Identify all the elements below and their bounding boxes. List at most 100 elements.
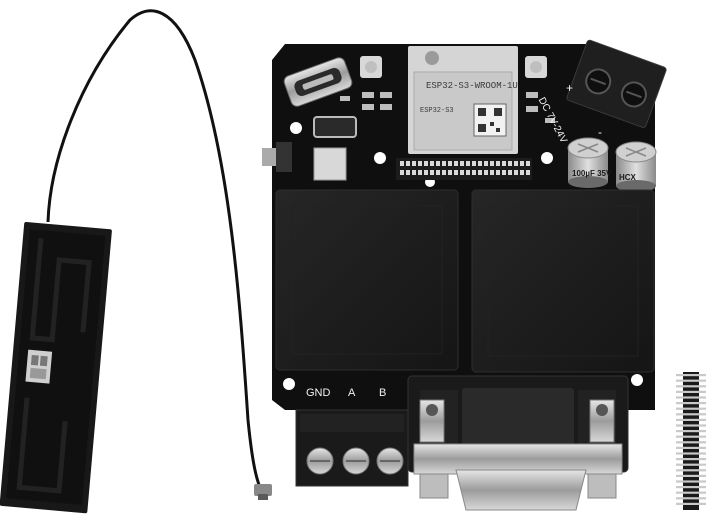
header-pin bbox=[442, 161, 446, 166]
mount-hole bbox=[374, 152, 386, 164]
header-pin bbox=[448, 170, 452, 175]
reset-button bbox=[360, 56, 382, 78]
header-pin bbox=[526, 170, 530, 175]
header-pin bbox=[442, 170, 446, 175]
header-pin bbox=[676, 474, 706, 477]
header-pin bbox=[400, 170, 404, 175]
header-pin bbox=[676, 446, 706, 449]
header-pin bbox=[436, 161, 440, 166]
inductor bbox=[313, 116, 357, 138]
header-pin bbox=[676, 452, 706, 455]
header-pin bbox=[676, 396, 706, 399]
capacitor-series: HCX bbox=[619, 173, 637, 182]
header-pin bbox=[520, 170, 524, 175]
header-pin bbox=[454, 170, 458, 175]
terminal-label-b: B bbox=[379, 387, 386, 399]
header-pin bbox=[496, 170, 500, 175]
header-pin bbox=[418, 161, 422, 166]
header-pin bbox=[478, 161, 482, 166]
header-pin bbox=[676, 469, 706, 472]
header-pin bbox=[430, 170, 434, 175]
header-pin bbox=[406, 170, 410, 175]
header-pin bbox=[508, 161, 512, 166]
mount-hole bbox=[541, 152, 553, 164]
header-pin bbox=[514, 170, 518, 175]
terminal-label-a: A bbox=[348, 387, 356, 399]
relay-left bbox=[275, 189, 459, 371]
rs485-terminal bbox=[295, 409, 409, 487]
header-pin bbox=[460, 170, 464, 175]
header-pin bbox=[676, 402, 706, 405]
header-pin bbox=[676, 379, 706, 382]
header-pin bbox=[472, 161, 476, 166]
header-pin bbox=[676, 407, 706, 410]
header-pin bbox=[412, 170, 416, 175]
header-pin bbox=[460, 161, 464, 166]
ufl-connector bbox=[254, 484, 272, 500]
header-pin bbox=[502, 161, 506, 166]
module-line2: ESP32-S3 bbox=[420, 107, 454, 115]
header-pin bbox=[478, 170, 482, 175]
header-pin bbox=[406, 161, 410, 166]
terminal-label-gnd: GND bbox=[306, 387, 331, 399]
header-pin bbox=[514, 161, 518, 166]
header-pin bbox=[676, 385, 706, 388]
header-pin bbox=[676, 418, 706, 421]
header-pin bbox=[676, 374, 706, 377]
relay-right bbox=[471, 189, 655, 373]
plus-sign: + bbox=[566, 81, 573, 95]
capacitor-marking: 100µF 35V bbox=[572, 169, 612, 178]
boot-button bbox=[525, 56, 547, 78]
header-pin bbox=[676, 435, 706, 438]
header-pin bbox=[400, 161, 404, 166]
loose-pin-header bbox=[676, 372, 706, 510]
hex-standoff bbox=[589, 399, 615, 443]
mount-hole bbox=[631, 374, 643, 386]
smd-components bbox=[340, 92, 555, 123]
header-pin bbox=[412, 161, 416, 166]
header-pin bbox=[472, 170, 476, 175]
capacitor-1: 100µF 35V bbox=[567, 137, 612, 188]
antenna-pcb bbox=[0, 221, 112, 514]
header-pin bbox=[502, 170, 506, 175]
esp32-module: ESP32-S3-WROOM-1U ESP32-S3 bbox=[408, 46, 518, 154]
header-pin bbox=[508, 170, 512, 175]
header-pin bbox=[676, 390, 706, 393]
antenna-cable bbox=[46, 9, 264, 493]
header-pin bbox=[484, 170, 488, 175]
header-pin bbox=[526, 161, 530, 166]
side-switch bbox=[262, 148, 276, 166]
power-terminal bbox=[566, 39, 667, 128]
header-pin bbox=[466, 170, 470, 175]
header-pin bbox=[430, 161, 434, 166]
header-pin bbox=[676, 458, 706, 461]
hex-standoff bbox=[419, 399, 445, 443]
header-pin bbox=[676, 424, 706, 427]
header-pin bbox=[676, 413, 706, 416]
header-pin bbox=[466, 161, 470, 166]
header-pin bbox=[490, 161, 494, 166]
switch-body bbox=[276, 142, 292, 172]
header-pin bbox=[454, 161, 458, 166]
header-pin bbox=[448, 161, 452, 166]
header-pin bbox=[418, 170, 422, 175]
header-pin bbox=[676, 491, 706, 494]
gpio-header bbox=[396, 158, 532, 180]
mount-hole bbox=[283, 378, 295, 390]
header-pin bbox=[520, 161, 524, 166]
capacitor-2: HCX bbox=[615, 141, 657, 192]
header-pin bbox=[424, 161, 428, 166]
header-pin bbox=[436, 170, 440, 175]
header-pin bbox=[676, 480, 706, 483]
db9-connector bbox=[407, 375, 629, 511]
header-pin bbox=[490, 170, 494, 175]
header-pin bbox=[676, 441, 706, 444]
minus-sign: - bbox=[598, 125, 602, 139]
header-pin bbox=[676, 486, 706, 489]
mount-hole bbox=[290, 122, 302, 134]
header-pin bbox=[484, 161, 488, 166]
header-pin bbox=[676, 430, 706, 433]
header-pin bbox=[424, 170, 428, 175]
